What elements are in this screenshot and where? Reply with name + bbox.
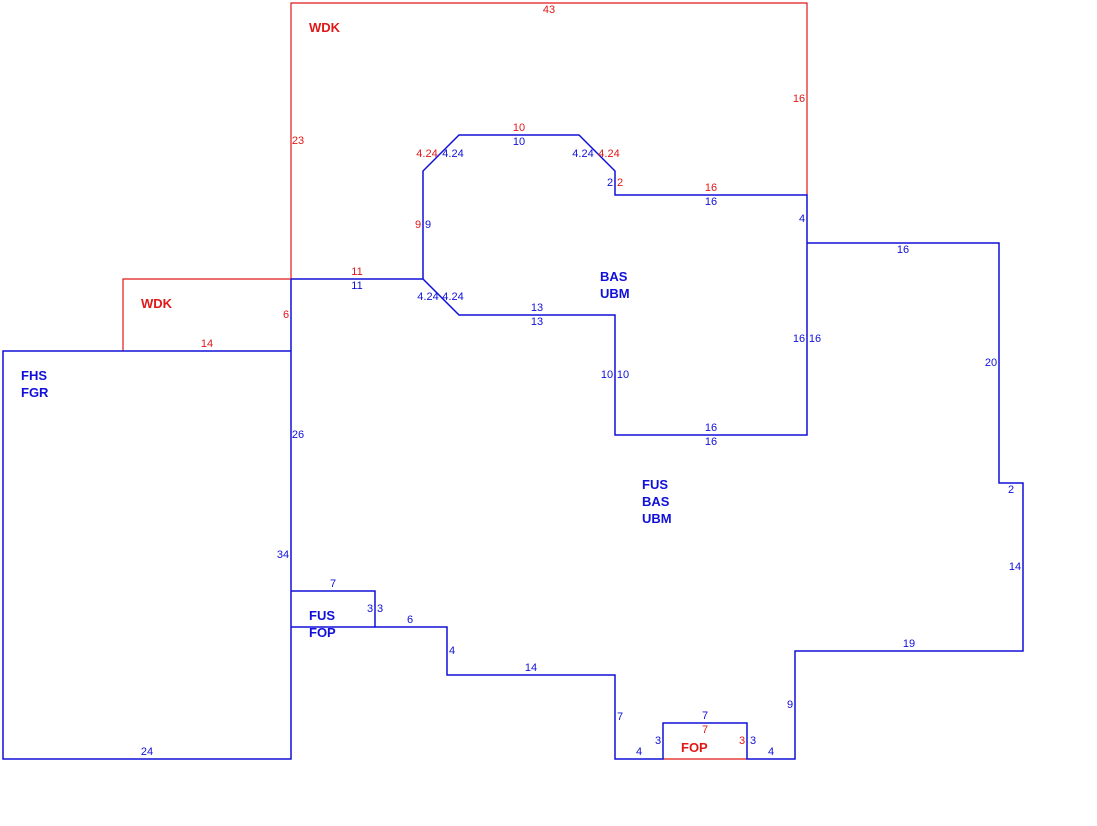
dimension-label: 4 (449, 645, 455, 657)
dimension-label: 4.24 (417, 291, 438, 303)
dimension-label: 13 (531, 302, 543, 314)
area-label-line: BAS (642, 494, 670, 509)
dimension-label: 2 (1008, 484, 1014, 496)
dimension-label: 20 (985, 357, 997, 369)
dimension-label: 4.24 (598, 148, 619, 160)
area-label-wdk-top: WDK (309, 20, 341, 35)
dimension-label: 4.24 (442, 291, 463, 303)
dimension-label: 9 (787, 699, 793, 711)
area-label-fop-bottom: FOP (681, 740, 708, 755)
dimension-label: 14 (525, 662, 537, 674)
area-label-bas-ubm: BAS UBM (600, 269, 630, 301)
wood-deck-outlines (122, 2, 808, 760)
wdk-top-outline (290, 2, 808, 279)
dimension-label: 3 (739, 735, 745, 747)
area-label-fhs-fgr: FHS FGR (21, 368, 49, 400)
main-structure-outlines (2, 134, 1024, 760)
dimension-label: 16 (705, 196, 717, 208)
dimension-label: 16 (705, 182, 717, 194)
dimension-label: 16 (809, 333, 821, 345)
dimension-label: 19 (903, 638, 915, 650)
dimension-label: 16 (705, 436, 717, 448)
dimension-label: 4.24 (572, 148, 593, 160)
dimension-label: 4 (799, 213, 805, 225)
dimension-label: 23 (292, 135, 304, 147)
bas-ubm-outline (291, 134, 808, 436)
dimension-label: 9 (425, 219, 431, 231)
dimension-label: 10 (617, 369, 629, 381)
dimension-label: 6 (283, 309, 289, 321)
dimension-label: 10 (601, 369, 613, 381)
dimension-label: 10 (513, 122, 525, 134)
dimension-label: 6 (407, 614, 413, 626)
dimension-label: 3 (377, 603, 383, 615)
fhs-fgr-outline (2, 279, 292, 760)
area-label-line: UBM (600, 286, 630, 301)
dimension-label: 2 (607, 177, 613, 189)
dimension-label: 4.24 (416, 148, 437, 160)
dimension-label: 4 (768, 746, 774, 758)
dimension-label: 11 (351, 280, 362, 292)
dimension-label: 3 (367, 603, 373, 615)
area-label-fus-fop: FUS FOP (309, 608, 336, 640)
area-label-line: FGR (21, 385, 49, 400)
area-label-line: FUS (642, 477, 668, 492)
dimension-label: 14 (201, 338, 213, 350)
dimension-label: 3 (655, 735, 661, 747)
area-labels: WDK WDK FHS FGR BAS UBM FUS BAS UBM FUS FOP FOP (21, 20, 708, 755)
area-label-line: WDK (309, 20, 341, 35)
area-label-line: BAS (600, 269, 628, 284)
area-label-line: WDK (141, 296, 173, 311)
dimension-label: 34 (277, 549, 289, 561)
area-label-line: FHS (21, 368, 47, 383)
dimension-label: 3 (750, 735, 756, 747)
area-label-fus-bas-ubm: FUS BAS UBM (642, 477, 672, 526)
area-label-line: FOP (681, 740, 708, 755)
area-label-line: UBM (642, 511, 672, 526)
dimension-label: 7 (702, 710, 708, 722)
dimension-label: 7 (330, 578, 336, 590)
dimension-label: 16 (705, 422, 717, 434)
dimension-label: 4.24 (442, 148, 463, 160)
dimension-label: 24 (141, 746, 153, 758)
dimension-label: 7 (702, 724, 708, 736)
area-label-wdk-left: WDK (141, 296, 173, 311)
dimension-label: 2 (617, 177, 623, 189)
dimension-label: 10 (513, 136, 525, 148)
area-label-line: FUS (309, 608, 335, 623)
dimension-label: 4 (636, 746, 642, 758)
dimension-label: 26 (292, 429, 304, 441)
dimension-label: 13 (531, 316, 543, 328)
fus-outline (291, 242, 1024, 760)
dimension-label: 11 (351, 266, 362, 278)
dimension-label: 14 (1009, 561, 1021, 573)
dimension-label: 7 (617, 711, 623, 723)
dimension-label: 43 (543, 4, 555, 16)
dimension-label: 9 (415, 219, 421, 231)
area-label-line: FOP (309, 625, 336, 640)
wdk-left-outline (122, 278, 291, 351)
dimension-label: 16 (793, 93, 805, 105)
dimension-label: 16 (793, 333, 805, 345)
dimension-label: 16 (897, 244, 909, 256)
